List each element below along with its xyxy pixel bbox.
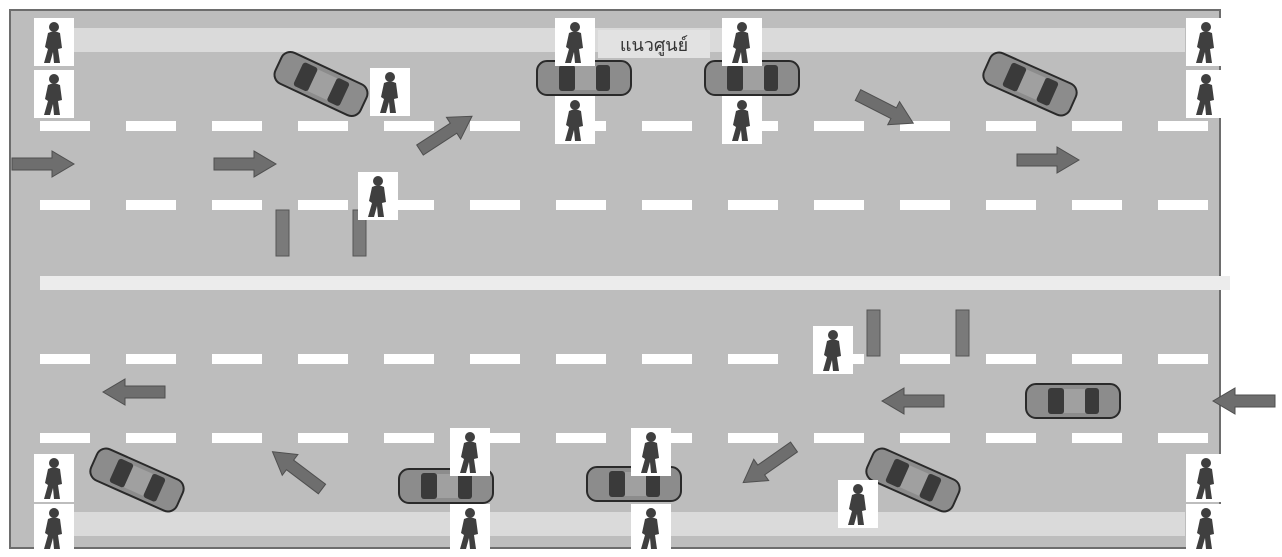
lane-dash [470,354,520,364]
lane-dash [556,433,606,443]
lane-dash [1072,121,1122,131]
lane-dash [900,354,950,364]
pedestrian-icon [358,172,398,220]
lane-dash [986,121,1036,131]
pedestrian-icon [555,18,595,66]
lane-dash [1072,433,1122,443]
lane-dash [814,200,864,210]
lane-dash [298,121,348,131]
road-label: แนวศูนย์ [620,35,688,56]
car-icon [537,61,631,95]
lane-dash [384,354,434,364]
lane-dash [814,433,864,443]
pedestrian-icon [450,428,490,476]
pedestrian-icon [631,428,671,476]
lane-dash [642,354,692,364]
pedestrian-icon [34,504,74,552]
lane-dash [40,354,90,364]
lane-dash [40,200,90,210]
direction-arrow-icon [1213,388,1275,414]
pedestrian-icon [722,18,762,66]
lane-dash [40,433,90,443]
pedestrian-icon [370,68,410,116]
lane-dash [986,433,1036,443]
lane-dash [126,354,176,364]
pedestrian-icon [631,504,671,552]
car-icon [705,61,799,95]
bollard-icon [276,210,289,256]
lane-dash [986,200,1036,210]
bollard-icon [956,310,969,356]
lane-dash [1072,354,1122,364]
lane-dash [728,433,778,443]
pedestrian-icon [34,18,74,66]
lane-dash [642,121,692,131]
lane-dash [1158,121,1208,131]
lane-dash [814,121,864,131]
lane-dash [126,200,176,210]
pedestrian-icon [1186,454,1226,502]
lane-dash [470,200,520,210]
lane-dash [384,433,434,443]
pedestrian-icon [34,454,74,502]
lane-dash [1158,354,1208,364]
lane-dash [1072,200,1122,210]
lane-dash [126,433,176,443]
sidewalk-bottom [70,512,1185,536]
lane-dash [212,354,262,364]
lane-dash [212,433,262,443]
lane-dash [384,121,434,131]
pedestrian-icon [450,504,490,552]
lane-dash [556,200,606,210]
pedestrian-icon [1186,18,1226,66]
median-strip [40,276,1230,290]
pedestrian-icon [813,326,853,374]
lane-dash [986,354,1036,364]
lane-dash [900,200,950,210]
pedestrian-icon [1186,504,1226,552]
lane-dash [212,121,262,131]
lane-dash [40,121,90,131]
bollard-icon [867,310,880,356]
lane-dash [212,200,262,210]
lane-dash [728,200,778,210]
lane-dash [642,200,692,210]
pedestrian-icon [1186,70,1226,118]
lane-dash [298,200,348,210]
lane-dash [1158,433,1208,443]
lane-dash [298,433,348,443]
lane-dash [556,354,606,364]
pedestrian-icon [722,96,762,144]
pedestrian-icon [555,96,595,144]
pedestrian-icon [838,480,878,528]
car-icon [1026,384,1120,418]
pedestrian-icon [34,70,74,118]
lane-dash [298,354,348,364]
lane-dash [1158,200,1208,210]
lane-dash [470,121,520,131]
lane-dash [728,354,778,364]
lane-dash [900,433,950,443]
lane-dash [126,121,176,131]
